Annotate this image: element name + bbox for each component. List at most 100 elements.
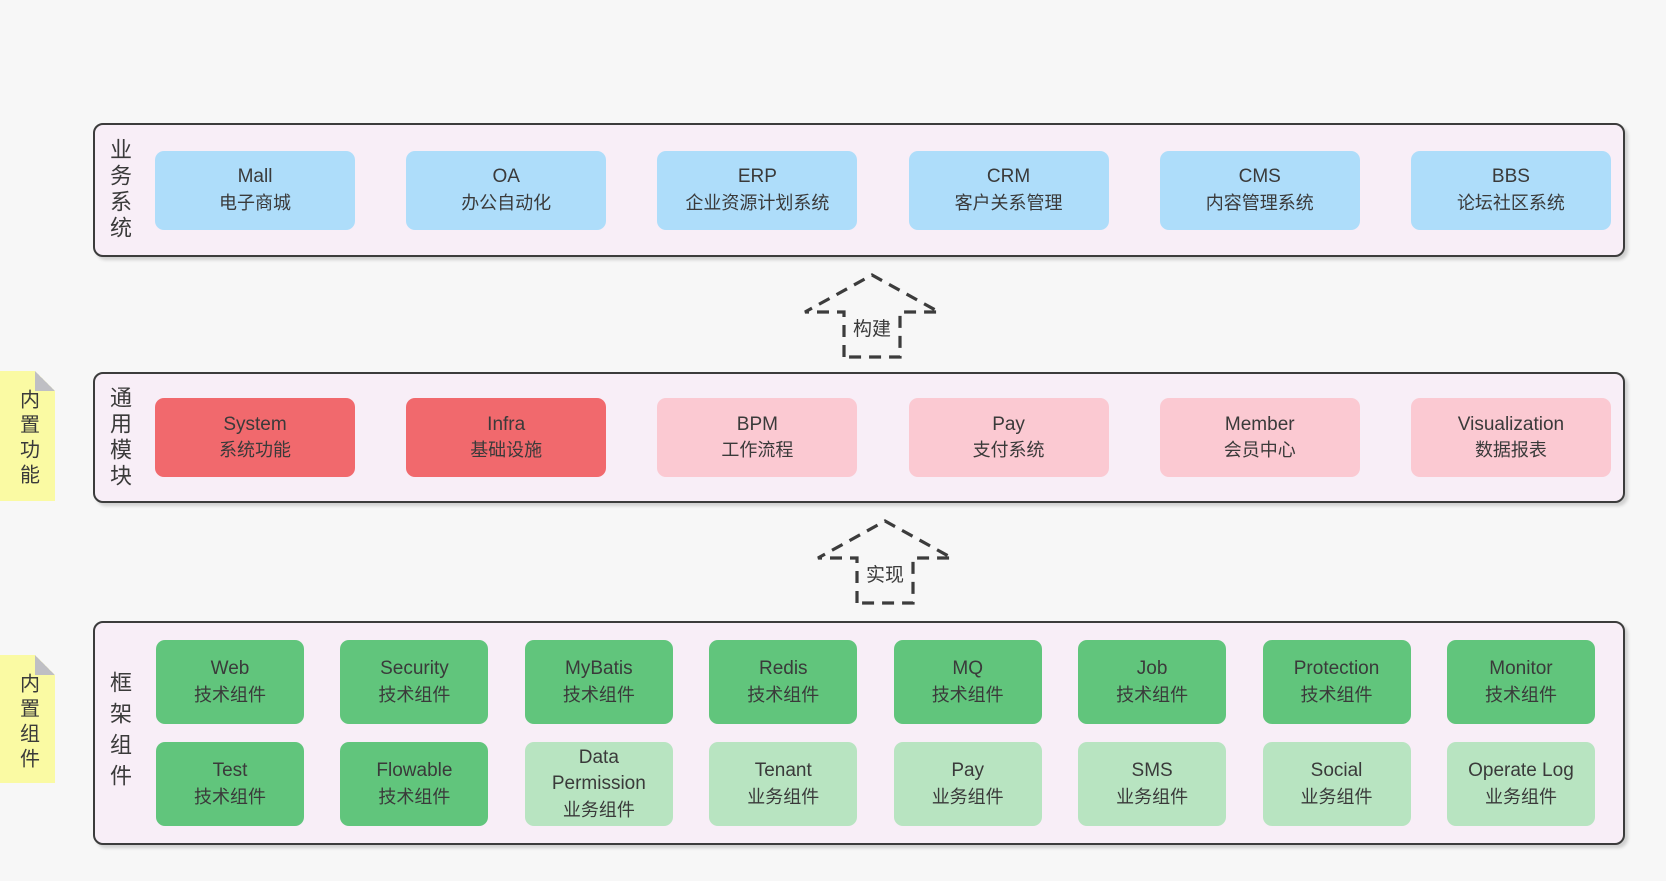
box-subtitle: 会员中心	[1223, 440, 1296, 461]
box-web: Web 技术组件	[156, 640, 304, 724]
box-title: Monitor	[1489, 658, 1553, 680]
box-subtitle: 技术组件	[194, 684, 266, 705]
box-title: Pay	[992, 413, 1025, 435]
modules-box-row: System 系统功能 Infra 基础设施 BPM 工作流程 Pay 支付系统…	[155, 374, 1611, 501]
business-box-row: Mall 电子商城 OA 办公自动化 ERP 企业资源计划系统 CRM 客户关系…	[155, 125, 1611, 255]
arrow-label: 构建	[849, 314, 895, 341]
box-pay-business: Pay 业务组件	[893, 742, 1042, 826]
box-subtitle: 客户关系管理	[954, 192, 1063, 213]
box-subtitle: 工作流程	[721, 440, 794, 461]
box-subtitle: 技术组件	[562, 684, 635, 705]
framework-row-2: Test 技术组件 Flowable 技术组件 Data Permission …	[156, 742, 1595, 826]
box-tenant: Tenant 业务组件	[709, 742, 858, 826]
box-member: Member 会员中心	[1159, 398, 1360, 477]
box-title: Infra	[487, 413, 526, 435]
box-title: Tenant	[754, 760, 812, 782]
box-title: SMS	[1131, 760, 1173, 782]
up-block-arrow-icon	[817, 519, 953, 605]
box-security: Security 技术组件	[340, 640, 489, 724]
box-subtitle: 技术组件	[1300, 684, 1373, 705]
section-business-systems: 业务系统 Mall 电子商城 OA 办公自动化 ERP 企业资源计划系统 CRM…	[93, 123, 1625, 257]
section-common-modules: 通用模块 System 系统功能 Infra 基础设施 BPM 工作流程 Pay…	[93, 372, 1625, 503]
box-title: OA	[492, 166, 520, 188]
box-subtitle: 企业资源计划系统	[685, 192, 830, 213]
box-title: MQ	[952, 658, 983, 680]
box-subtitle: 支付系统	[972, 440, 1045, 461]
box-protection: Protection 技术组件	[1262, 640, 1411, 724]
arrow-build: 构建	[802, 272, 942, 360]
box-system: System 系统功能	[155, 398, 355, 477]
box-mq: MQ 技术组件	[893, 640, 1042, 724]
box-cms: CMS 内容管理系统	[1159, 150, 1360, 230]
folded-corner-icon	[35, 655, 55, 675]
box-title: Operate Log	[1468, 760, 1574, 782]
box-title: ERP	[737, 166, 777, 188]
box-title: Visualization	[1457, 413, 1565, 435]
section-label: 业务系统	[107, 138, 132, 242]
box-title: Job	[1136, 658, 1168, 680]
box-subtitle: 内容管理系统	[1205, 192, 1314, 213]
box-flowable: Flowable 技术组件	[340, 742, 489, 826]
arrow-implement: 实现	[815, 518, 955, 606]
box-title: Pay	[951, 760, 985, 782]
box-title: BPM	[736, 413, 778, 435]
box-subtitle: 技术组件	[378, 684, 451, 705]
section-label: 框架组件	[107, 671, 132, 795]
box-title: System	[223, 413, 287, 435]
box-title: Security	[380, 658, 449, 680]
box-mall: Mall 电子商城	[155, 150, 355, 230]
box-redis: Redis 技术组件	[709, 640, 858, 724]
box-title: CRM	[986, 166, 1031, 188]
box-title: Web	[210, 658, 250, 680]
box-crm: CRM 客户关系管理	[908, 150, 1109, 230]
box-title: Redis	[758, 658, 808, 680]
note-built-in-components: 内置组件	[0, 655, 55, 783]
box-subtitle: 技术组件	[1116, 684, 1189, 705]
framework-row-1: Web 技术组件 Security 技术组件 MyBatis 技术组件 Redi…	[156, 640, 1595, 724]
up-block-arrow-icon	[804, 273, 940, 359]
box-sms: SMS 业务组件	[1078, 742, 1227, 826]
box-subtitle: 电子商城	[219, 192, 291, 213]
box-erp: ERP 企业资源计划系统	[657, 150, 858, 230]
box-subtitle: 技术组件	[194, 786, 266, 807]
note-built-in-features: 内置功能	[0, 371, 55, 501]
box-title: BBS	[1491, 166, 1530, 188]
folded-corner-icon	[35, 371, 55, 391]
note-text: 内置组件	[16, 673, 39, 773]
box-operate-log: Operate Log 业务组件	[1446, 742, 1595, 826]
box-subtitle: 技术组件	[747, 684, 820, 705]
box-title: Data Permission	[551, 746, 646, 795]
box-subtitle: 技术组件	[931, 684, 1004, 705]
box-subtitle: 技术组件	[378, 786, 451, 807]
box-title: Test	[212, 760, 248, 782]
box-title: Social	[1310, 760, 1363, 782]
box-social: Social 业务组件	[1262, 742, 1411, 826]
box-subtitle: 数据报表	[1474, 440, 1547, 461]
box-test: Test 技术组件	[156, 742, 304, 826]
framework-box-rows: Web 技术组件 Security 技术组件 MyBatis 技术组件 Redi…	[156, 623, 1595, 843]
box-subtitle: 业务组件	[1484, 786, 1557, 807]
box-subtitle: 办公自动化	[461, 192, 552, 213]
box-mybatis: MyBatis 技术组件	[524, 640, 673, 724]
box-oa: OA 办公自动化	[406, 150, 607, 230]
box-title: Mall	[237, 166, 273, 188]
box-monitor: Monitor 技术组件	[1446, 640, 1595, 724]
box-bbs: BBS 论坛社区系统	[1410, 150, 1611, 230]
note-text: 内置功能	[16, 389, 39, 489]
box-subtitle: 技术组件	[1484, 684, 1557, 705]
box-title: Flowable	[376, 760, 453, 782]
box-job: Job 技术组件	[1078, 640, 1227, 724]
box-title: Protection	[1293, 658, 1380, 680]
box-title: CMS	[1238, 166, 1281, 188]
box-subtitle: 基础设施	[470, 440, 543, 461]
box-title: MyBatis	[565, 658, 633, 680]
box-data-permission: Data Permission 业务组件	[524, 742, 673, 826]
arrow-label: 实现	[862, 560, 908, 587]
box-pay: Pay 支付系统	[908, 398, 1109, 477]
box-subtitle: 业务组件	[1300, 786, 1373, 807]
box-subtitle: 业务组件	[562, 800, 635, 820]
box-infra: Infra 基础设施	[406, 398, 607, 477]
box-bpm: BPM 工作流程	[657, 398, 858, 477]
